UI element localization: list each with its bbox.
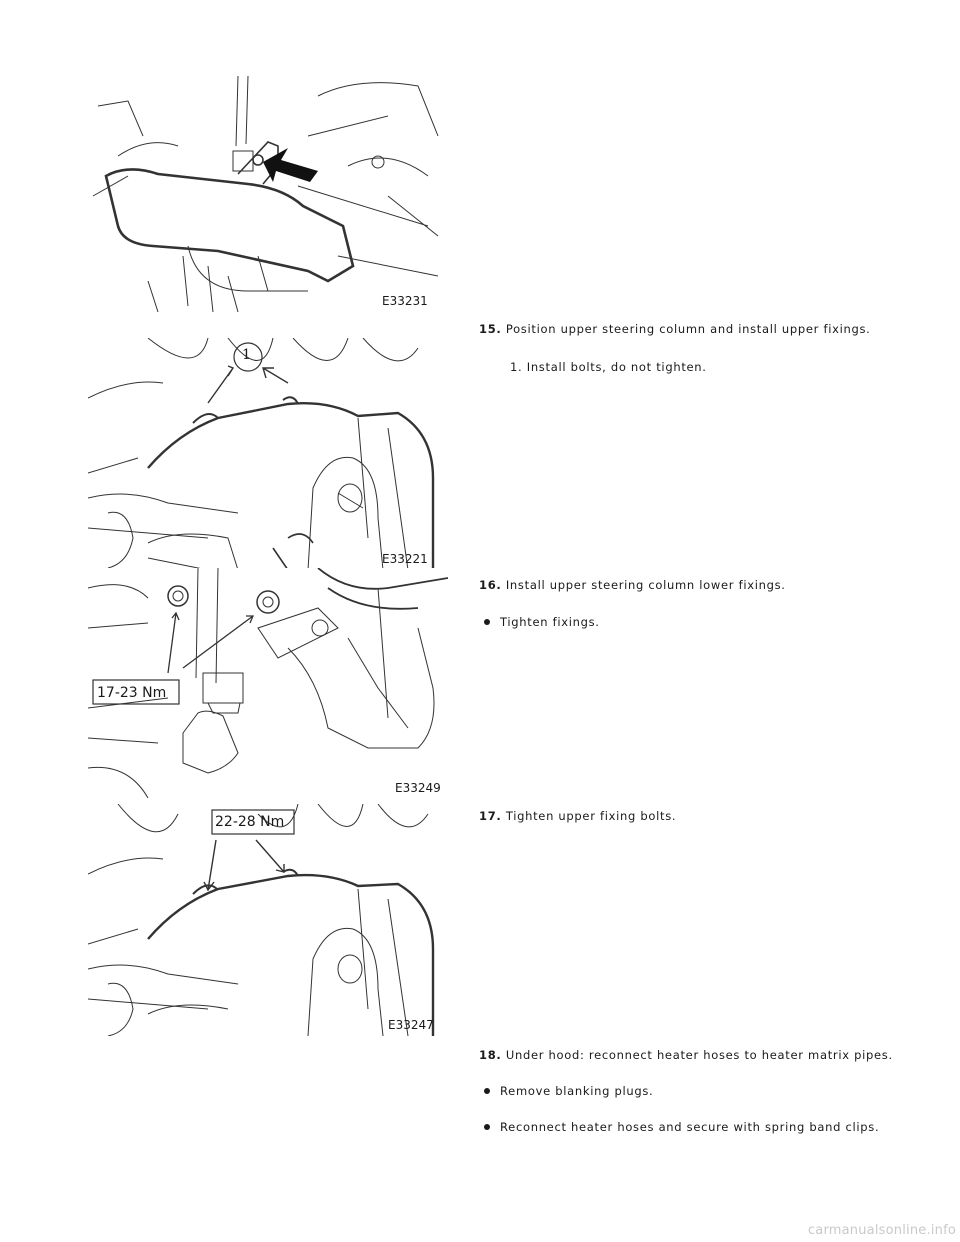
bullet-icon: [484, 1123, 490, 1130]
step-instruction: Position upper steering column and insta…: [505, 322, 871, 336]
torque-label: 22-28 Nm: [215, 814, 285, 830]
figure-e33231: E33231: [88, 76, 448, 312]
step-16-text: 16. Install upper steering column lower …: [479, 578, 786, 592]
figure-e33247: 22-28 Nm E33247: [88, 804, 448, 1036]
step-18-bullet-2: Reconnect heater hoses and secure with s…: [484, 1120, 879, 1134]
step-number: 18.: [479, 1048, 502, 1062]
callout-number: 1: [242, 347, 251, 363]
bullet-icon: [484, 618, 490, 625]
figure-id-label: E33247: [388, 1018, 434, 1032]
step-15-substep: 1. Install bolts, do not tighten.: [510, 360, 707, 374]
step-15-text: 15. Position upper steering column and i…: [479, 322, 871, 336]
figure-e33249: 17-23 Nm E33249: [88, 568, 448, 798]
step-16-bullet: Tighten fixings.: [484, 615, 600, 629]
torque-label: 17-23 Nm: [97, 685, 167, 701]
step-number: 15.: [479, 322, 502, 336]
figure-id-label: E33221: [382, 552, 428, 566]
step-number: 17.: [479, 809, 502, 823]
step-instruction: Install upper steering column lower fixi…: [505, 578, 786, 592]
bullet-icon: [484, 1087, 490, 1094]
step-18-bullet-1: Remove blanking plugs.: [484, 1084, 653, 1098]
step-18-text: 18. Under hood: reconnect heater hoses t…: [479, 1048, 893, 1062]
figure-id-label: E33231: [382, 294, 428, 308]
step-instruction: Under hood: reconnect heater hoses to he…: [505, 1048, 893, 1062]
step-number: 16.: [479, 578, 502, 592]
step-17-text: 17. Tighten upper fixing bolts.: [479, 809, 676, 823]
step-instruction: Tighten upper fixing bolts.: [505, 809, 677, 823]
figure-id-label: E33249: [395, 781, 441, 795]
figure-e33221: 1 E33221: [88, 338, 448, 570]
site-watermark: carmanualsonline.info: [807, 1223, 956, 1238]
